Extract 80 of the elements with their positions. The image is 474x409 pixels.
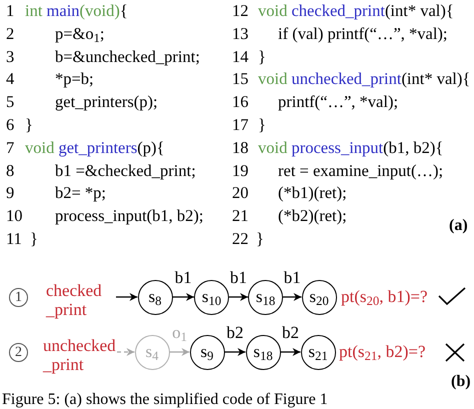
arrow <box>170 348 190 356</box>
code-keyword: void <box>258 68 288 90</box>
line-number: 13 <box>232 22 248 45</box>
code-text: get_printers(p); <box>55 91 158 114</box>
function-name: checked_print <box>291 0 385 22</box>
code-text: } <box>258 114 266 136</box>
code-keyword: int <box>25 0 42 22</box>
panel-tag: (a) <box>449 217 468 235</box>
code-text: ret = examine_input(…); <box>278 160 444 182</box>
function-label: unchecked _print <box>43 336 117 374</box>
line-number: 22 <box>232 228 248 250</box>
code-keyword: void <box>258 136 288 159</box>
line-number: 6 <box>6 114 14 136</box>
line-number: 14 <box>232 46 248 68</box>
line-number: 17 <box>232 114 248 136</box>
code-text: b=&unchecked_print; <box>55 46 200 68</box>
state-label: s$_{18}$ <box>256 288 276 306</box>
arrow <box>283 293 302 301</box>
state-label: s$_{18}$ <box>253 343 273 361</box>
state-label: s$_{4}$ <box>146 343 158 361</box>
line-number: 21 <box>232 205 248 228</box>
code-text: b1 =&checked_print; <box>55 160 196 182</box>
arrow <box>224 348 246 356</box>
query-text: pt(s$_{20}$, b1)=? <box>341 286 428 308</box>
code-text: } <box>258 46 266 68</box>
function-label: checked _print <box>46 281 116 319</box>
state-label: s$_{21}$ <box>308 343 328 361</box>
code-text: { <box>120 0 128 22</box>
line-number: 8 <box>6 160 14 182</box>
code-text: (*b1)(ret); <box>278 182 347 204</box>
code-text: process_input(b1, b2); <box>55 205 204 228</box>
code-text: printf(“…”, *val); <box>278 91 398 114</box>
code-text: } <box>30 228 38 250</box>
code-text: p=&o$_{1}$; <box>55 22 104 45</box>
line-number: 12 <box>232 0 248 22</box>
code-text: if (val) printf(“…”, *val); <box>278 22 448 45</box>
line-number: 3 <box>6 46 14 68</box>
code-text: } <box>256 228 264 250</box>
code-text: (p){ <box>137 136 164 159</box>
code-text: b2= *p; <box>55 182 106 204</box>
line-number: 15 <box>232 68 248 90</box>
state-label: s$_{20}$ <box>309 288 329 306</box>
line-number: 9 <box>6 182 14 204</box>
arrow <box>229 293 248 301</box>
state-label: s$_{9}$ <box>200 343 214 361</box>
query-text: pt(s$_{21}$, b2)=? <box>339 341 426 363</box>
arrow <box>116 293 138 301</box>
arrow <box>172 293 194 301</box>
code-text: *p=b; <box>55 68 94 90</box>
code-keyword: void <box>258 0 288 22</box>
function-name: get_printers <box>58 136 138 159</box>
code-text: (*b2)(ret); <box>278 205 347 228</box>
line-number: 5 <box>6 91 14 114</box>
line-number: 4 <box>6 68 14 90</box>
line-number: 10 <box>6 205 22 228</box>
arrow <box>280 348 300 356</box>
code-text: (int* val){ <box>401 68 470 90</box>
line-number: 7 <box>6 136 14 159</box>
code-keyword: (void) <box>80 0 120 22</box>
line-number: 18 <box>232 136 248 159</box>
line-number: 19 <box>232 160 248 182</box>
dashed-arrow <box>117 348 134 356</box>
line-number: 1 <box>6 0 14 22</box>
function-name: unchecked_print <box>291 68 402 90</box>
state-label: s$_{10}$ <box>202 288 222 306</box>
line-number: 2 <box>6 22 14 45</box>
line-number: 11 <box>6 228 22 250</box>
code-keyword: void <box>25 136 54 159</box>
line-number: 16 <box>232 91 248 114</box>
callout-number: 1 <box>9 288 28 307</box>
state-label: s$_{8}$ <box>148 288 162 306</box>
function-name: process_input <box>291 136 384 159</box>
line-number: 20 <box>232 182 248 204</box>
code-text: (int* val){ <box>384 0 454 22</box>
panel-tag: (b) <box>451 373 471 391</box>
code-text: (b1, b2){ <box>383 136 444 159</box>
figure-caption: Figure 5: (a) shows the simplified code of Figure 1 <box>2 391 328 408</box>
function-name: main <box>46 0 80 22</box>
callout-number: 2 <box>9 343 28 362</box>
code-text: } <box>25 114 33 136</box>
